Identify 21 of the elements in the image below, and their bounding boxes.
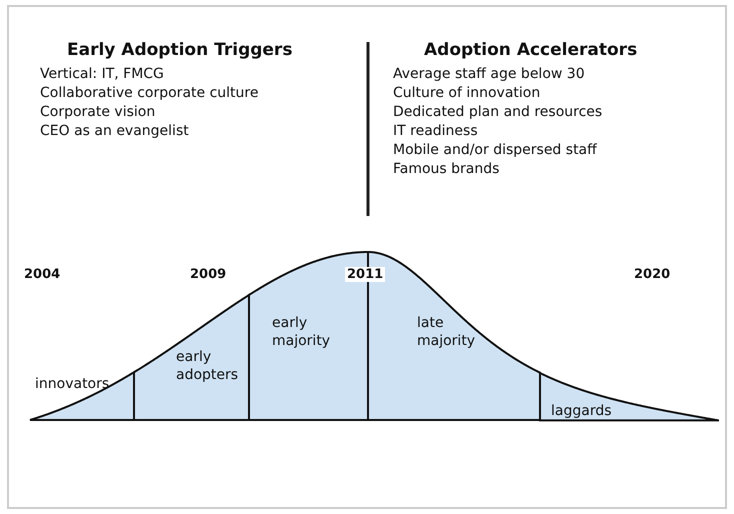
segment-label: early majority	[272, 314, 332, 350]
segment-label: laggards	[551, 402, 613, 420]
list-item: Average staff age below 30	[393, 66, 585, 82]
segment-label: early adopters	[176, 348, 240, 384]
list-item: CEO as an evangelist	[40, 123, 189, 139]
list-item: Dedicated plan and resources	[393, 104, 602, 120]
curve-segment	[134, 294, 249, 420]
section-heading: Adoption Accelerators	[424, 40, 638, 60]
curve-segment	[30, 371, 134, 420]
list-item: Famous brands	[393, 161, 500, 177]
list-item: Mobile and/or dispersed staff	[393, 142, 597, 158]
segment-label: innovators	[35, 375, 110, 393]
segment-label: late majority	[417, 314, 476, 350]
list-item: Collaborative corporate culture	[40, 85, 258, 101]
curve-segment	[540, 372, 718, 420]
list-item: Culture of innovation	[393, 85, 540, 101]
list-item: IT readiness	[393, 123, 478, 139]
list-item: Corporate vision	[40, 104, 156, 120]
section-heading: Early Adoption Triggers	[67, 40, 292, 60]
list-item: Vertical: IT, FMCG	[40, 66, 164, 82]
year-label: 2011	[345, 267, 386, 282]
